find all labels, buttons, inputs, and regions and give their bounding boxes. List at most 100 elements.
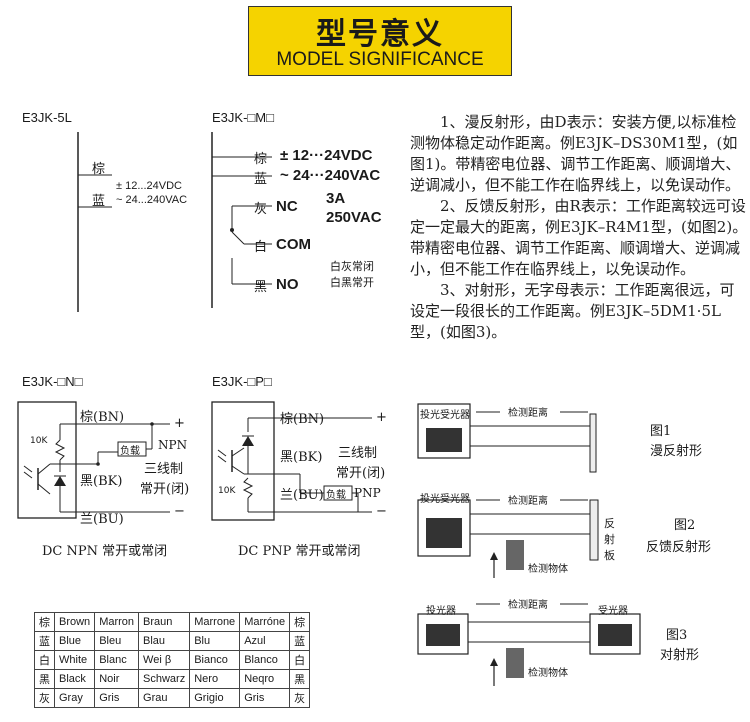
fig1-sensor: 投光受光器 <box>420 410 470 421</box>
table-cell: Grigio <box>189 688 241 708</box>
table-cell: Noir <box>94 669 140 689</box>
diag3-npn: NPN <box>158 438 188 452</box>
description-retro: 2、反馈反射形，由R表示：工作距离较远可设定一定最大的距离，例E3JK–R4M1… <box>410 197 748 278</box>
diag2-model: E3JK-□M□ <box>212 110 274 125</box>
title-zh: 型号意义 <box>316 17 444 52</box>
fig1-distance: 检测距离 <box>508 408 548 419</box>
diag4-model: E3JK-□P□ <box>212 374 272 389</box>
diag4-black: 黑(BK) <box>280 450 323 465</box>
diag4-minus: − <box>376 504 387 519</box>
fig3-label: 图3 <box>666 628 688 643</box>
fig2-reflector: 反射板 <box>604 517 615 562</box>
title-en: MODEL SIGNIFICANCE <box>276 49 484 70</box>
table-cell: 棕 <box>289 612 311 632</box>
fig1-name: 漫反射形 <box>650 444 703 459</box>
diag4-resistor: 10K <box>218 486 236 496</box>
diag3-plus: + <box>174 416 185 431</box>
table-cell: 灰 <box>34 688 55 708</box>
diag3-load: 负载 <box>120 446 140 457</box>
diag3-state: 常开(闭) <box>140 482 190 497</box>
diag3-minus: − <box>174 504 185 519</box>
fig2-sensor: 投光受光器 <box>420 494 470 505</box>
table-cell: 黑 <box>34 669 55 689</box>
diag2-gray: 灰 <box>254 202 268 217</box>
table-cell: Blu <box>189 631 241 651</box>
table-cell: Blanc <box>94 650 140 670</box>
fig1-label: 图1 <box>650 424 672 439</box>
diag2-rating-voltage: 250VAC <box>326 209 382 226</box>
diag4-pnp: PNP <box>354 486 381 500</box>
diag4-three-wire: 三线制 <box>338 446 378 461</box>
fig3-emitter: 投光器 <box>426 606 456 617</box>
table-cell: Brown <box>53 612 96 632</box>
description-through-beam: 3、对射形，无字母表示：工作距离很远，可设定一段很长的工作距离。例E3JK–5D… <box>410 281 735 341</box>
diag4-plus: + <box>376 410 387 425</box>
diag4-blue: 兰(BU) <box>280 488 324 503</box>
description-text: 1、漫反射形，由D表示：安装方便,以标准检测物体稳定动作距离。例E3JK–DS3… <box>410 112 748 343</box>
diag4-caption: DC PNP 常开或常闭 <box>238 544 361 559</box>
diag1-model: E3JK-5L <box>22 110 72 125</box>
table-cell: Bleu <box>94 631 140 651</box>
table-cell: 蓝 <box>34 631 55 651</box>
table-cell: Neqro <box>239 669 291 689</box>
fig2-distance: 检测距离 <box>508 496 548 507</box>
table-cell: 蓝 <box>289 631 311 651</box>
table-cell: 黑 <box>289 669 311 689</box>
table-cell: White <box>53 650 96 670</box>
diag2-brown: 棕 <box>254 152 268 167</box>
diag4-load: 负载 <box>326 490 346 501</box>
diag2-com: COM <box>276 236 311 253</box>
table-cell: Grau <box>138 688 191 708</box>
table-cell: 白 <box>289 650 311 670</box>
diag2-rating-current: 3A <box>326 190 346 207</box>
diag1-blue: 蓝 <box>92 194 106 209</box>
diag2-no: NO <box>276 276 299 293</box>
fig3-receiver: 受光器 <box>598 606 628 617</box>
table-cell: 棕 <box>34 612 55 632</box>
table-cell: Bianco <box>189 650 241 670</box>
diag3-caption: DC NPN 常开或常闭 <box>42 544 168 559</box>
fig3-object: 检测物体 <box>528 668 568 679</box>
diag2-white: 白 <box>254 240 268 255</box>
diag3-brown: 棕(BN) <box>80 410 125 425</box>
table-cell: Braun <box>138 612 191 632</box>
table-cell: Black <box>53 669 96 689</box>
table-cell: Nero <box>189 669 241 689</box>
table-cell: Wei β <box>138 650 191 670</box>
description-diffuse: 1、漫反射形，由D表示：安装方便,以标准检测物体稳定动作距离。例E3JK–DS3… <box>410 113 741 194</box>
diag4-brown: 棕(BN) <box>280 412 325 427</box>
diag2-nc: NC <box>276 198 298 215</box>
table-cell: Blanco <box>239 650 291 670</box>
table-cell: 白 <box>34 650 55 670</box>
fig2-name: 反馈反射形 <box>646 540 712 555</box>
table-cell: Gray <box>53 688 96 708</box>
fig2-object: 检测物体 <box>528 564 568 575</box>
diag2-note-no: 白黑常开 <box>330 276 374 289</box>
diag3-model: E3JK-□N□ <box>22 374 83 389</box>
diag3-blue: 兰(BU) <box>80 512 124 527</box>
diag4-state: 常开(闭) <box>336 466 386 481</box>
diag2-black: 黑 <box>254 280 268 295</box>
fig3-distance: 检测距离 <box>508 600 548 611</box>
diag2-voltage-dc: ± 12···24VDC <box>280 147 373 164</box>
diag1-brown: 棕 <box>92 162 106 177</box>
diag3-resistor: 10K <box>30 436 48 446</box>
diag2-voltage-ac: ~ 24···240VAC <box>280 167 381 184</box>
diag3-three-wire: 三线制 <box>144 462 184 477</box>
diag1-voltage-dc: ± 12...24VDC <box>116 180 182 192</box>
table-cell: Blue <box>53 631 96 651</box>
table-cell: Blau <box>138 631 191 651</box>
table-cell: Gris <box>94 688 140 708</box>
fig2-label: 图2 <box>674 518 696 533</box>
table-cell: Azul <box>239 631 291 651</box>
diag3-black: 黑(BK) <box>80 474 123 489</box>
